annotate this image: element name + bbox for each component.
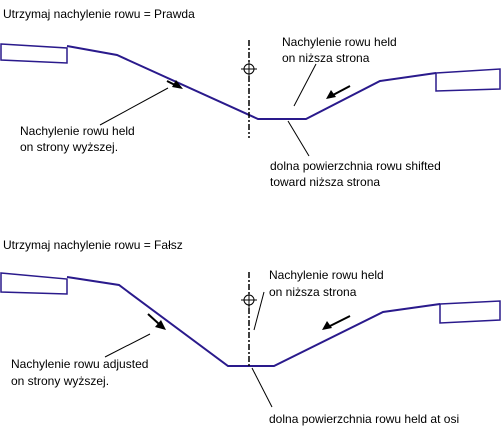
right-road-block <box>439 300 501 324</box>
left-road-block <box>0 272 68 295</box>
ditch-profile <box>66 276 441 367</box>
top-right-label-line2: on niższa strona <box>282 51 370 65</box>
bottom-bottom-label: dolna powierzchnia rowu held at osi <box>269 412 459 426</box>
bottom-panel: Utrzymaj nachylenie rowu = Fałsz Nachyl <box>0 238 501 426</box>
top-bottom-label-line2: toward niższa strona <box>270 175 380 189</box>
bottom-label-leader <box>287 120 310 157</box>
left-road-block <box>0 43 68 64</box>
bottom-left-label: Nachylenie rowu adjusted on strony wyższ… <box>11 357 152 388</box>
bottom-right-label-line1: Nachylenie rowu held <box>269 268 384 282</box>
bottom-right-label-line2: on niższa strona <box>269 285 357 299</box>
right-road-block <box>435 68 501 92</box>
top-left-label-line1: Nachylenie rowu held <box>20 124 135 138</box>
bottom-bottom-label-line1: dolna powierzchnia rowu held at osi <box>269 412 459 426</box>
right-label-leader <box>293 63 317 107</box>
top-left-label-line2: on strony wyższej. <box>20 140 118 154</box>
crosshair-circle-icon <box>241 292 257 308</box>
top-bottom-label-line1: dolna powierzchnia rowu shifted <box>270 159 441 173</box>
top-left-label: Nachylenie rowu held on strony wyższej. <box>20 124 138 154</box>
ditch-profile <box>66 45 437 120</box>
crosshair-circle-icon <box>241 61 257 77</box>
left-slope-arrow-icon <box>166 80 183 89</box>
right-slope-arrow-icon <box>322 315 351 330</box>
top-panel-title: Utrzymaj nachylenie rowu = Prawda <box>3 7 195 21</box>
bottom-left-label-line1: Nachylenie rowu adjusted <box>11 357 148 371</box>
left-slope-arrow-icon <box>147 313 166 330</box>
bottom-panel-title: Utrzymaj nachylenie rowu = Fałsz <box>3 238 183 252</box>
left-label-leader <box>99 87 169 126</box>
top-bottom-label: dolna powierzchnia rowu shifted toward n… <box>270 159 444 189</box>
right-slope-arrow-icon <box>326 85 351 99</box>
top-panel: Utrzymaj nachylenie rowu = Prawda Nachy <box>0 7 501 189</box>
top-right-label: Nachylenie rowu held on niższa strona <box>282 35 400 65</box>
bottom-label-leader <box>251 367 273 408</box>
bottom-left-label-line2: on strony wyższej. <box>11 374 109 388</box>
left-label-leader <box>104 333 151 358</box>
top-right-label-line1: Nachylenie rowu held <box>282 35 397 49</box>
bottom-right-label: Nachylenie rowu held on niższa strona <box>269 268 387 299</box>
right-label-leader <box>253 291 265 331</box>
